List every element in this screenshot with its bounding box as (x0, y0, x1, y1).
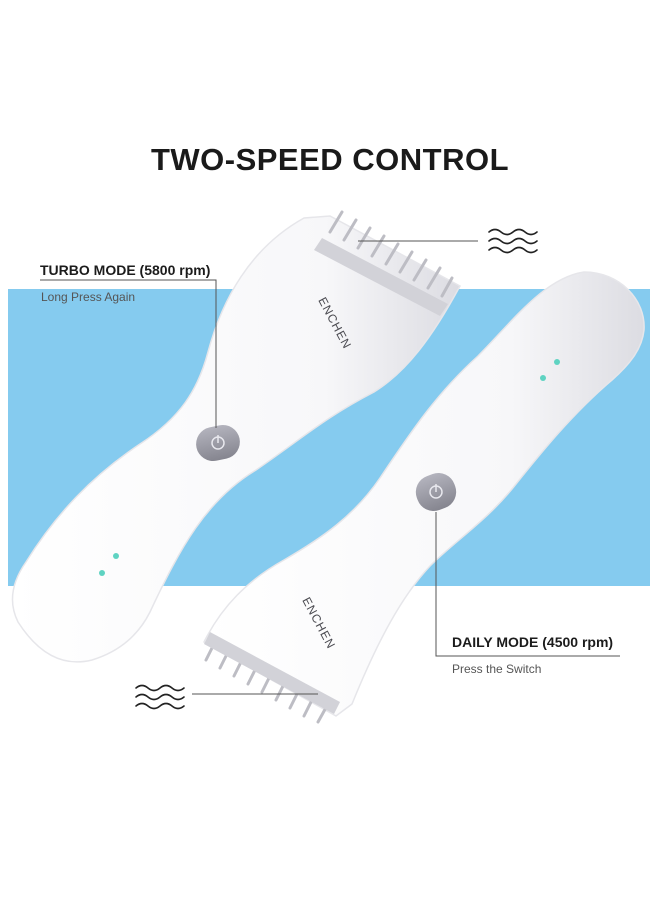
daily-mode-subtitle: Press the Switch (452, 662, 542, 676)
power-button-left[interactable] (193, 422, 243, 464)
daily-mode-title: DAILY MODE (4500 rpm) (452, 634, 614, 650)
indicator-light (540, 375, 546, 381)
clipper-left (11, 210, 462, 663)
turbo-mode-title: TURBO MODE (5800 rpm) (40, 262, 211, 278)
leader-lines (40, 240, 620, 695)
clipper-left-blade-base (314, 238, 448, 316)
turbo-mode-subtitle: Long Press Again (41, 290, 136, 304)
power-button-right[interactable] (411, 468, 461, 516)
page-title: TWO-SPEED CONTROL (150, 142, 510, 177)
wave-icon (135, 684, 185, 710)
clipper-left-blade (328, 210, 454, 298)
indicator-light (99, 570, 105, 576)
wave-icon (488, 228, 538, 254)
indicator-light (113, 553, 119, 559)
indicator-light (554, 359, 560, 365)
